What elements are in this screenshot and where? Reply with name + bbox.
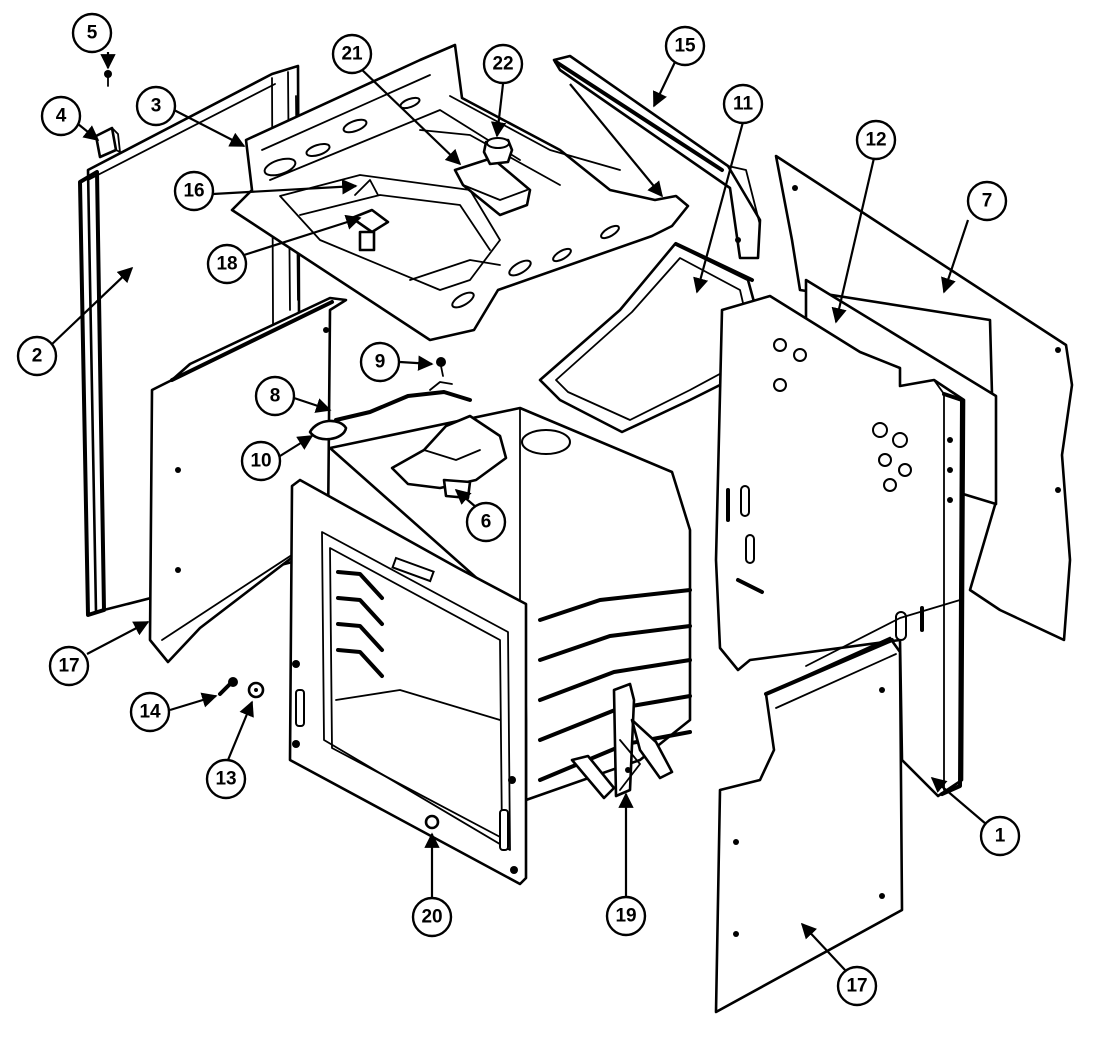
callout-label: 3 bbox=[151, 96, 162, 117]
callout-label: 18 bbox=[216, 254, 237, 275]
callout-14: 14 bbox=[129, 691, 171, 733]
callout-3: 3 bbox=[135, 85, 177, 127]
callout-8: 8 bbox=[254, 375, 296, 417]
oven-body bbox=[288, 406, 692, 886]
callout-11: 11 bbox=[722, 83, 764, 125]
callout-17-right: 17 bbox=[836, 965, 878, 1007]
callout-label: 21 bbox=[341, 44, 363, 65]
right-lower-panel bbox=[714, 599, 961, 1014]
top-frame bbox=[230, 43, 690, 342]
callout-15: 15 bbox=[664, 25, 706, 67]
callout-7: 7 bbox=[966, 180, 1008, 222]
callout-label: 9 bbox=[375, 352, 386, 373]
callout-19: 19 bbox=[605, 895, 647, 937]
callout-label: 15 bbox=[674, 36, 696, 57]
callout-label: 10 bbox=[250, 451, 271, 472]
callout-label: 2 bbox=[32, 346, 43, 367]
callout-18: 18 bbox=[206, 243, 248, 285]
top-gasket bbox=[552, 54, 762, 260]
front-screw bbox=[424, 814, 440, 830]
callout-label: 1 bbox=[995, 826, 1006, 847]
door-hinge bbox=[570, 682, 674, 800]
callout-22: 22 bbox=[482, 43, 524, 85]
screw-part bbox=[104, 70, 112, 87]
clip-part bbox=[94, 126, 121, 159]
top-bracket bbox=[390, 414, 508, 500]
callout-label: 7 bbox=[982, 191, 993, 212]
callout-label: 19 bbox=[615, 906, 636, 927]
callout-label: 6 bbox=[481, 512, 492, 533]
callout-label: 12 bbox=[865, 130, 886, 151]
callout-16: 16 bbox=[173, 170, 215, 212]
callout-label: 17 bbox=[58, 656, 79, 677]
callout-21: 21 bbox=[331, 33, 373, 75]
callout-4: 4 bbox=[40, 95, 82, 137]
sensor-assembly bbox=[308, 381, 472, 441]
callout-1: 1 bbox=[979, 815, 1021, 857]
callout-20: 20 bbox=[411, 896, 453, 938]
callout-label: 14 bbox=[139, 702, 161, 723]
callout-label: 4 bbox=[56, 106, 67, 127]
callout-9: 9 bbox=[359, 341, 401, 383]
callout-label: 22 bbox=[492, 54, 513, 75]
callout-6: 6 bbox=[465, 501, 507, 543]
back-panel bbox=[774, 154, 1074, 642]
callout-label: 11 bbox=[733, 94, 754, 115]
callout-2: 2 bbox=[16, 335, 58, 377]
callout-12: 12 bbox=[855, 119, 897, 161]
callout-label: 17 bbox=[846, 976, 867, 997]
callout-label: 5 bbox=[87, 23, 98, 44]
right-side-panel bbox=[714, 294, 966, 798]
left-inner-side-panel bbox=[148, 296, 348, 664]
callout-label: 16 bbox=[183, 181, 204, 202]
leader-lines bbox=[49, 52, 987, 971]
callout-label: 8 bbox=[270, 386, 281, 407]
callout-17-left: 17 bbox=[48, 645, 90, 687]
fasteners bbox=[218, 677, 265, 699]
small-screw bbox=[436, 357, 446, 377]
callout-label: 13 bbox=[215, 769, 236, 790]
callout-label: 20 bbox=[421, 907, 442, 928]
callout-10: 10 bbox=[240, 440, 282, 482]
callout-13: 13 bbox=[205, 758, 247, 800]
callout-5: 5 bbox=[71, 12, 113, 54]
